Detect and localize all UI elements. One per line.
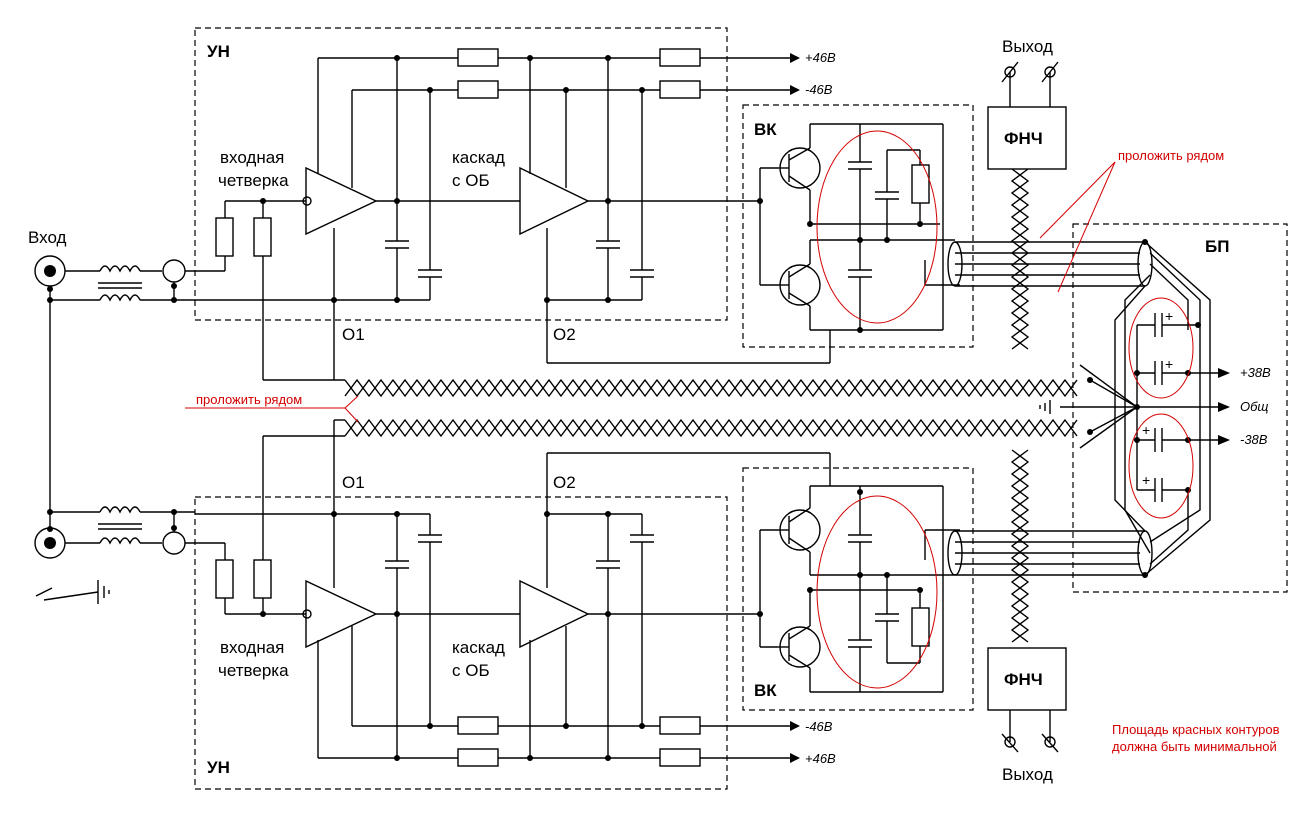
psu-common-label: Общ	[1240, 399, 1269, 414]
o1-top-label: O1	[342, 325, 365, 344]
fnch-top-label: ФНЧ	[1004, 129, 1043, 148]
rail-top-minus: -46В	[805, 82, 833, 97]
input-quad-bottom-line1: входная	[220, 638, 284, 657]
un-bottom-block	[194, 496, 728, 790]
cascade-top-line1: каскад	[452, 148, 505, 167]
red-contour-top	[816, 130, 938, 324]
red-contour-psu-bottom	[1128, 413, 1194, 519]
o2-bottom-label: O2	[553, 473, 576, 492]
svg-text:+: +	[1142, 472, 1150, 488]
un-top-circuit	[195, 48, 830, 381]
psu-plus-label: +38В	[1240, 365, 1271, 380]
fnch-bottom-label: ФНЧ	[1004, 670, 1043, 689]
output-top-label: Выход	[1002, 37, 1053, 56]
psu-block	[1072, 223, 1288, 593]
note-route-together-top: проложить рядом	[1118, 148, 1224, 163]
vk-bottom-label: ВК	[754, 681, 777, 700]
o2-top-label: O2	[553, 325, 576, 344]
cascade-bottom-line1: каскад	[452, 638, 505, 657]
vk-top-block	[742, 104, 974, 348]
fnch-bottom-box	[987, 647, 1067, 711]
psu-label: БП	[1205, 237, 1229, 256]
output-bottom-label: Выход	[1002, 765, 1053, 784]
cascade-top-line2: с ОБ	[452, 171, 490, 190]
un-top-label: УН	[207, 42, 230, 61]
input-quad-bottom-line2: четверка	[218, 661, 289, 680]
input-quad-top-line2: четверка	[218, 171, 289, 190]
psu-internals: + + + +	[1039, 297, 1230, 519]
psu-cables	[947, 239, 1211, 578]
note-area-line1: Площадь красных контуров	[1112, 722, 1280, 737]
un-bottom-circuit	[195, 419, 830, 767]
vk-top-label: ВК	[754, 120, 777, 139]
rail-top-plus: +46В	[805, 50, 836, 65]
vk-bottom-circuit	[757, 485, 960, 693]
red-contour-psu-top	[1128, 297, 1194, 399]
red-contour-bottom	[816, 495, 938, 689]
o1-bottom-label: O1	[342, 473, 365, 492]
svg-text:+: +	[1165, 356, 1173, 372]
cascade-bottom-line2: с ОБ	[452, 661, 490, 680]
input-quad-top-line1: входная	[220, 148, 284, 167]
fnch-blocks	[987, 61, 1067, 753]
note-route-together-left: проложить рядом	[196, 392, 302, 407]
rail-bottom-plus: +46В	[805, 751, 836, 766]
twisted-pairs-middle	[344, 330, 1078, 486]
svg-text:+: +	[1165, 308, 1173, 324]
svg-text:+: +	[1142, 422, 1150, 438]
un-bottom-label: УН	[207, 758, 230, 777]
input-section	[34, 255, 225, 604]
un-top-block	[194, 27, 728, 321]
vk-bottom-block	[742, 467, 974, 711]
psu-minus-label: -38В	[1240, 432, 1268, 447]
rail-bottom-minus: -46В	[805, 719, 833, 734]
annotation-arrows	[185, 161, 1116, 423]
note-area-line2: должна быть минимальной	[1112, 739, 1277, 754]
vk-top-circuit	[757, 123, 960, 333]
input-label: Вход	[28, 228, 67, 247]
